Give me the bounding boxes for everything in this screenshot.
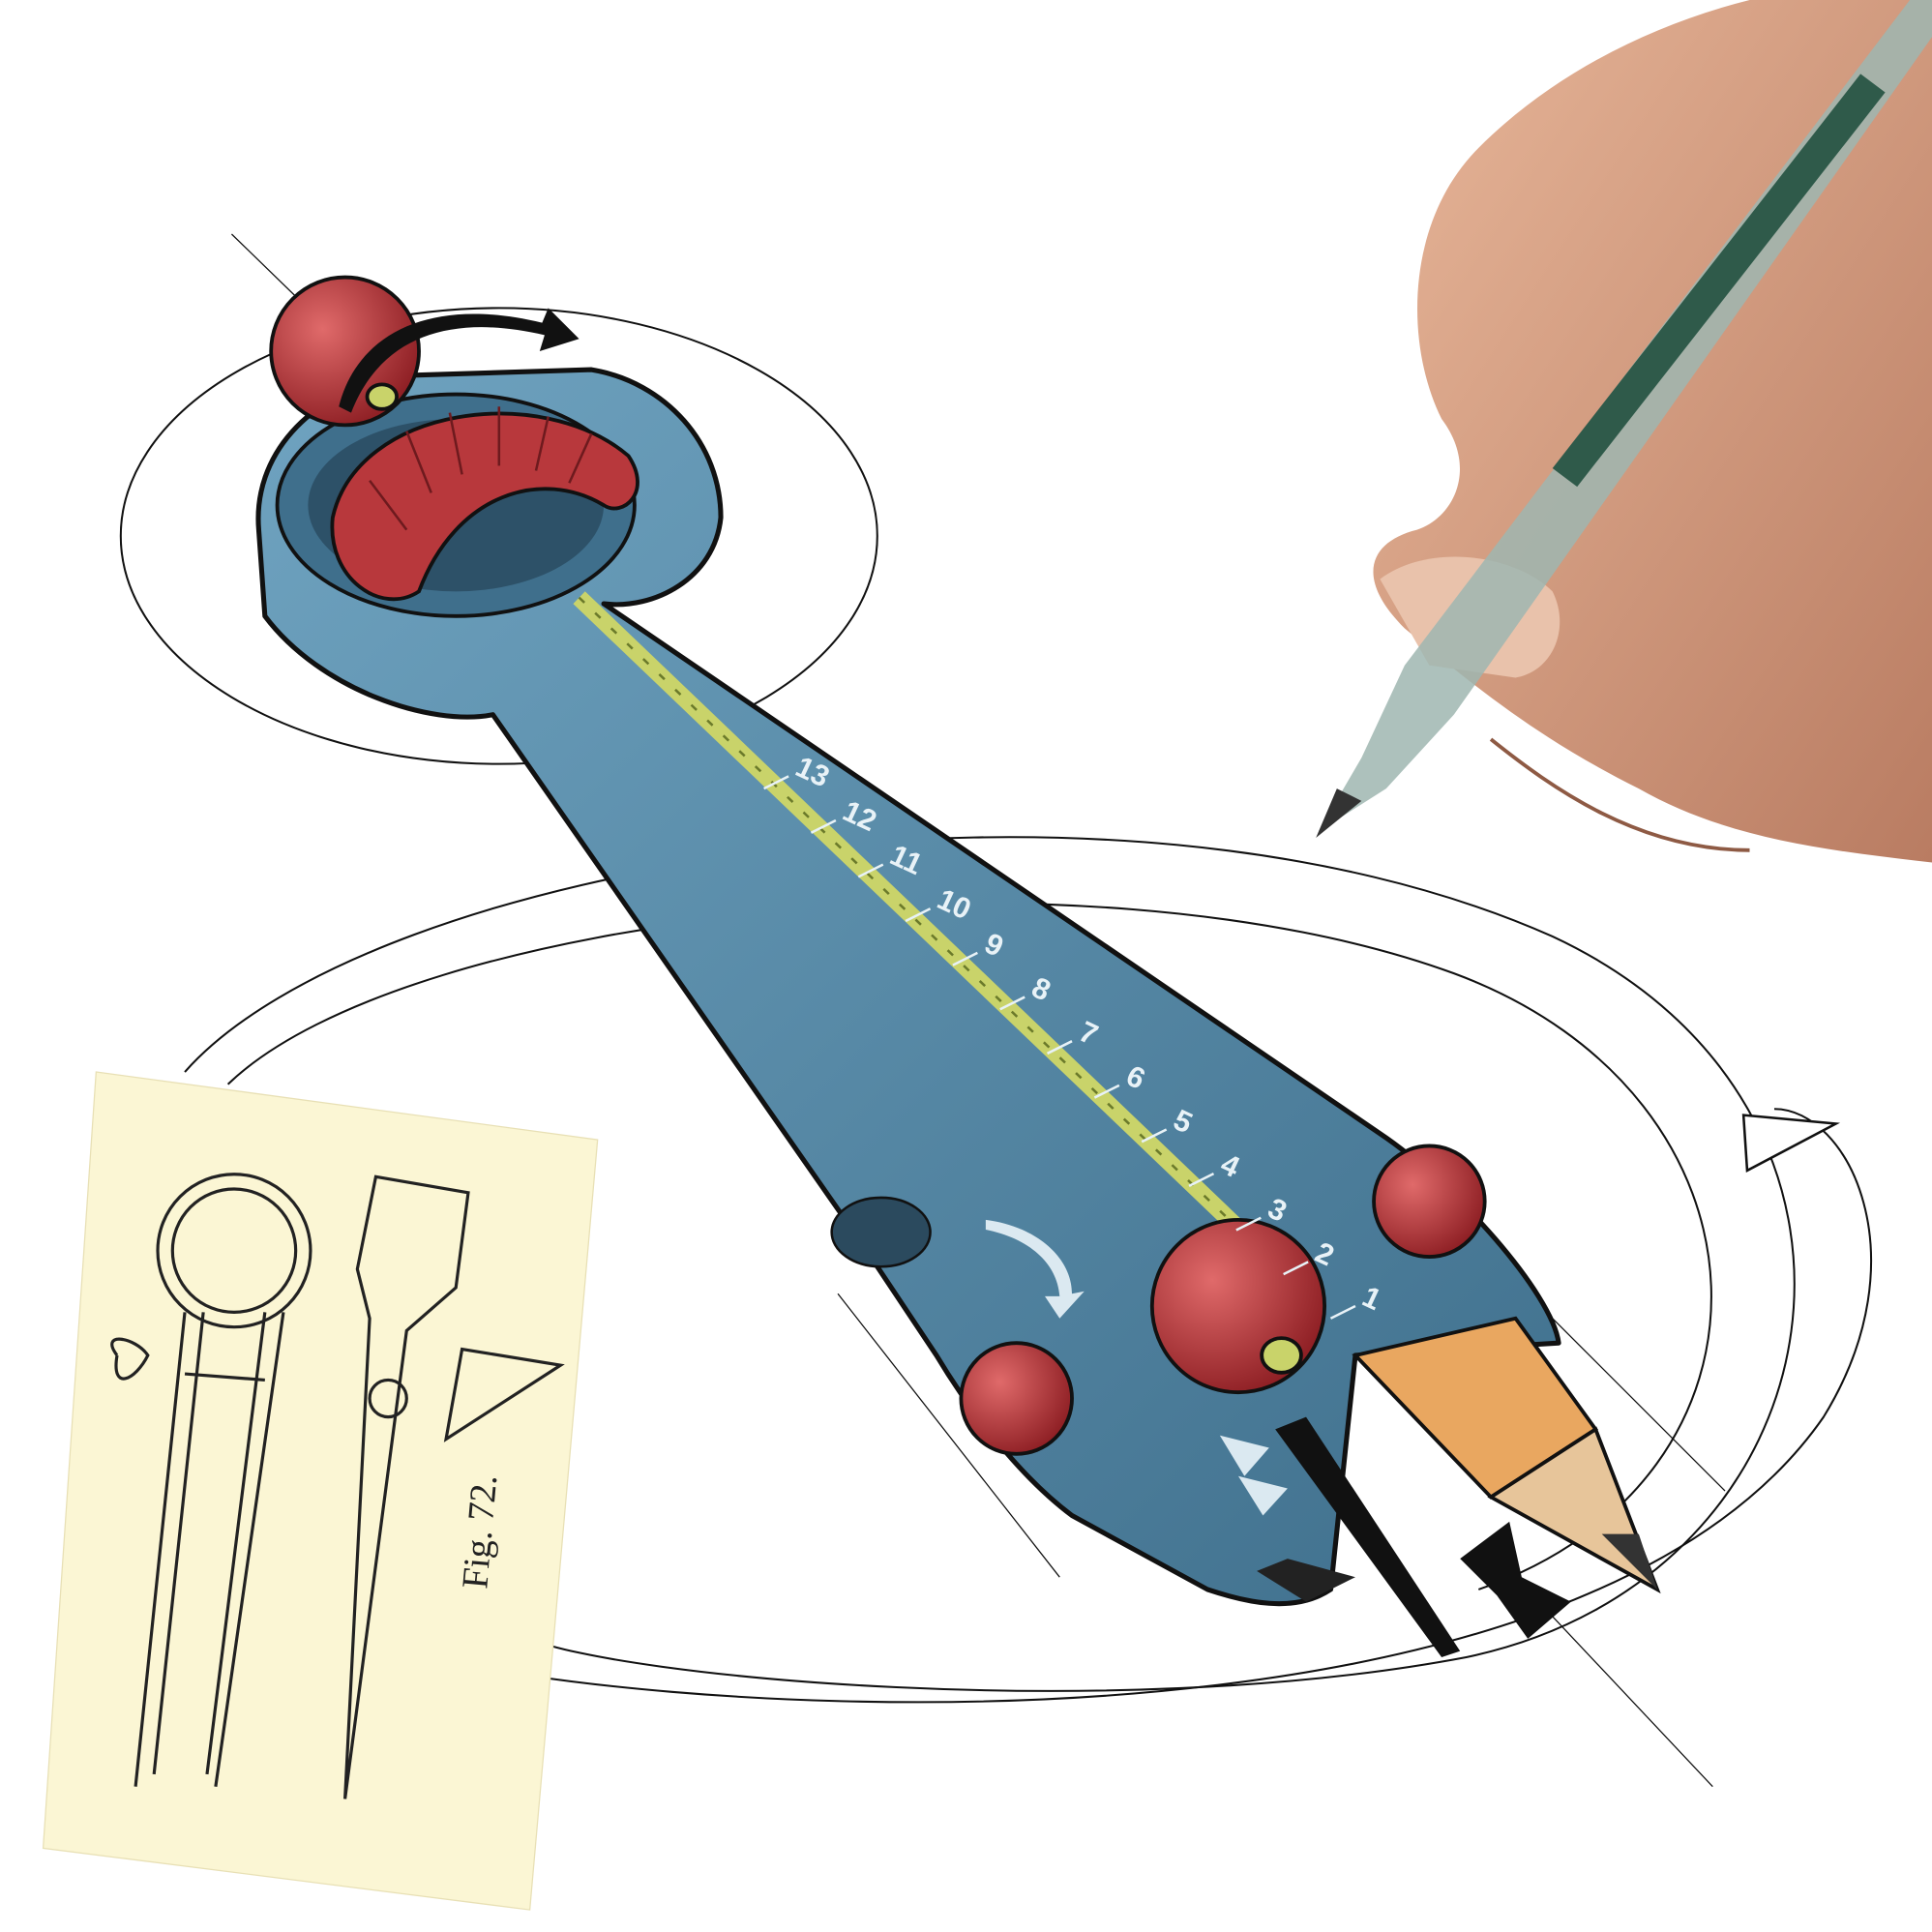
historical-inset-card: Fig. 72.: [42, 1071, 599, 1911]
scale-tick: [763, 775, 789, 790]
double-chevron-icon: [1219, 1435, 1288, 1516]
scale-tick: [1093, 1084, 1120, 1099]
pencil: [1352, 1316, 1661, 1594]
scale-tick: [1188, 1172, 1215, 1187]
scale-tick: [999, 996, 1025, 1011]
direction-arrow-outline-icon: [1741, 1114, 1841, 1173]
figure-caption: Fig. 72.: [455, 1473, 505, 1590]
scale-tick: [810, 818, 837, 834]
scale-tick: [1046, 1040, 1073, 1055]
scale-tick: [905, 907, 932, 923]
scale-tick: [1235, 1216, 1262, 1232]
rotate-arrow-icon: [339, 308, 580, 413]
turn-arrow-icon: [985, 1219, 1085, 1319]
red-knobs: [269, 275, 1487, 1456]
scale-tick: [857, 863, 884, 878]
scale-tick: [1283, 1261, 1309, 1276]
needle-point: [1257, 1416, 1461, 1657]
adjustment-wheel: [330, 406, 639, 602]
scale-tick: [952, 951, 978, 966]
hand-holding-pen: [1316, 0, 1932, 863]
scale-tick: [1141, 1128, 1168, 1144]
scale-tick: [1329, 1304, 1356, 1320]
up-arrow-icon: [1460, 1521, 1571, 1639]
